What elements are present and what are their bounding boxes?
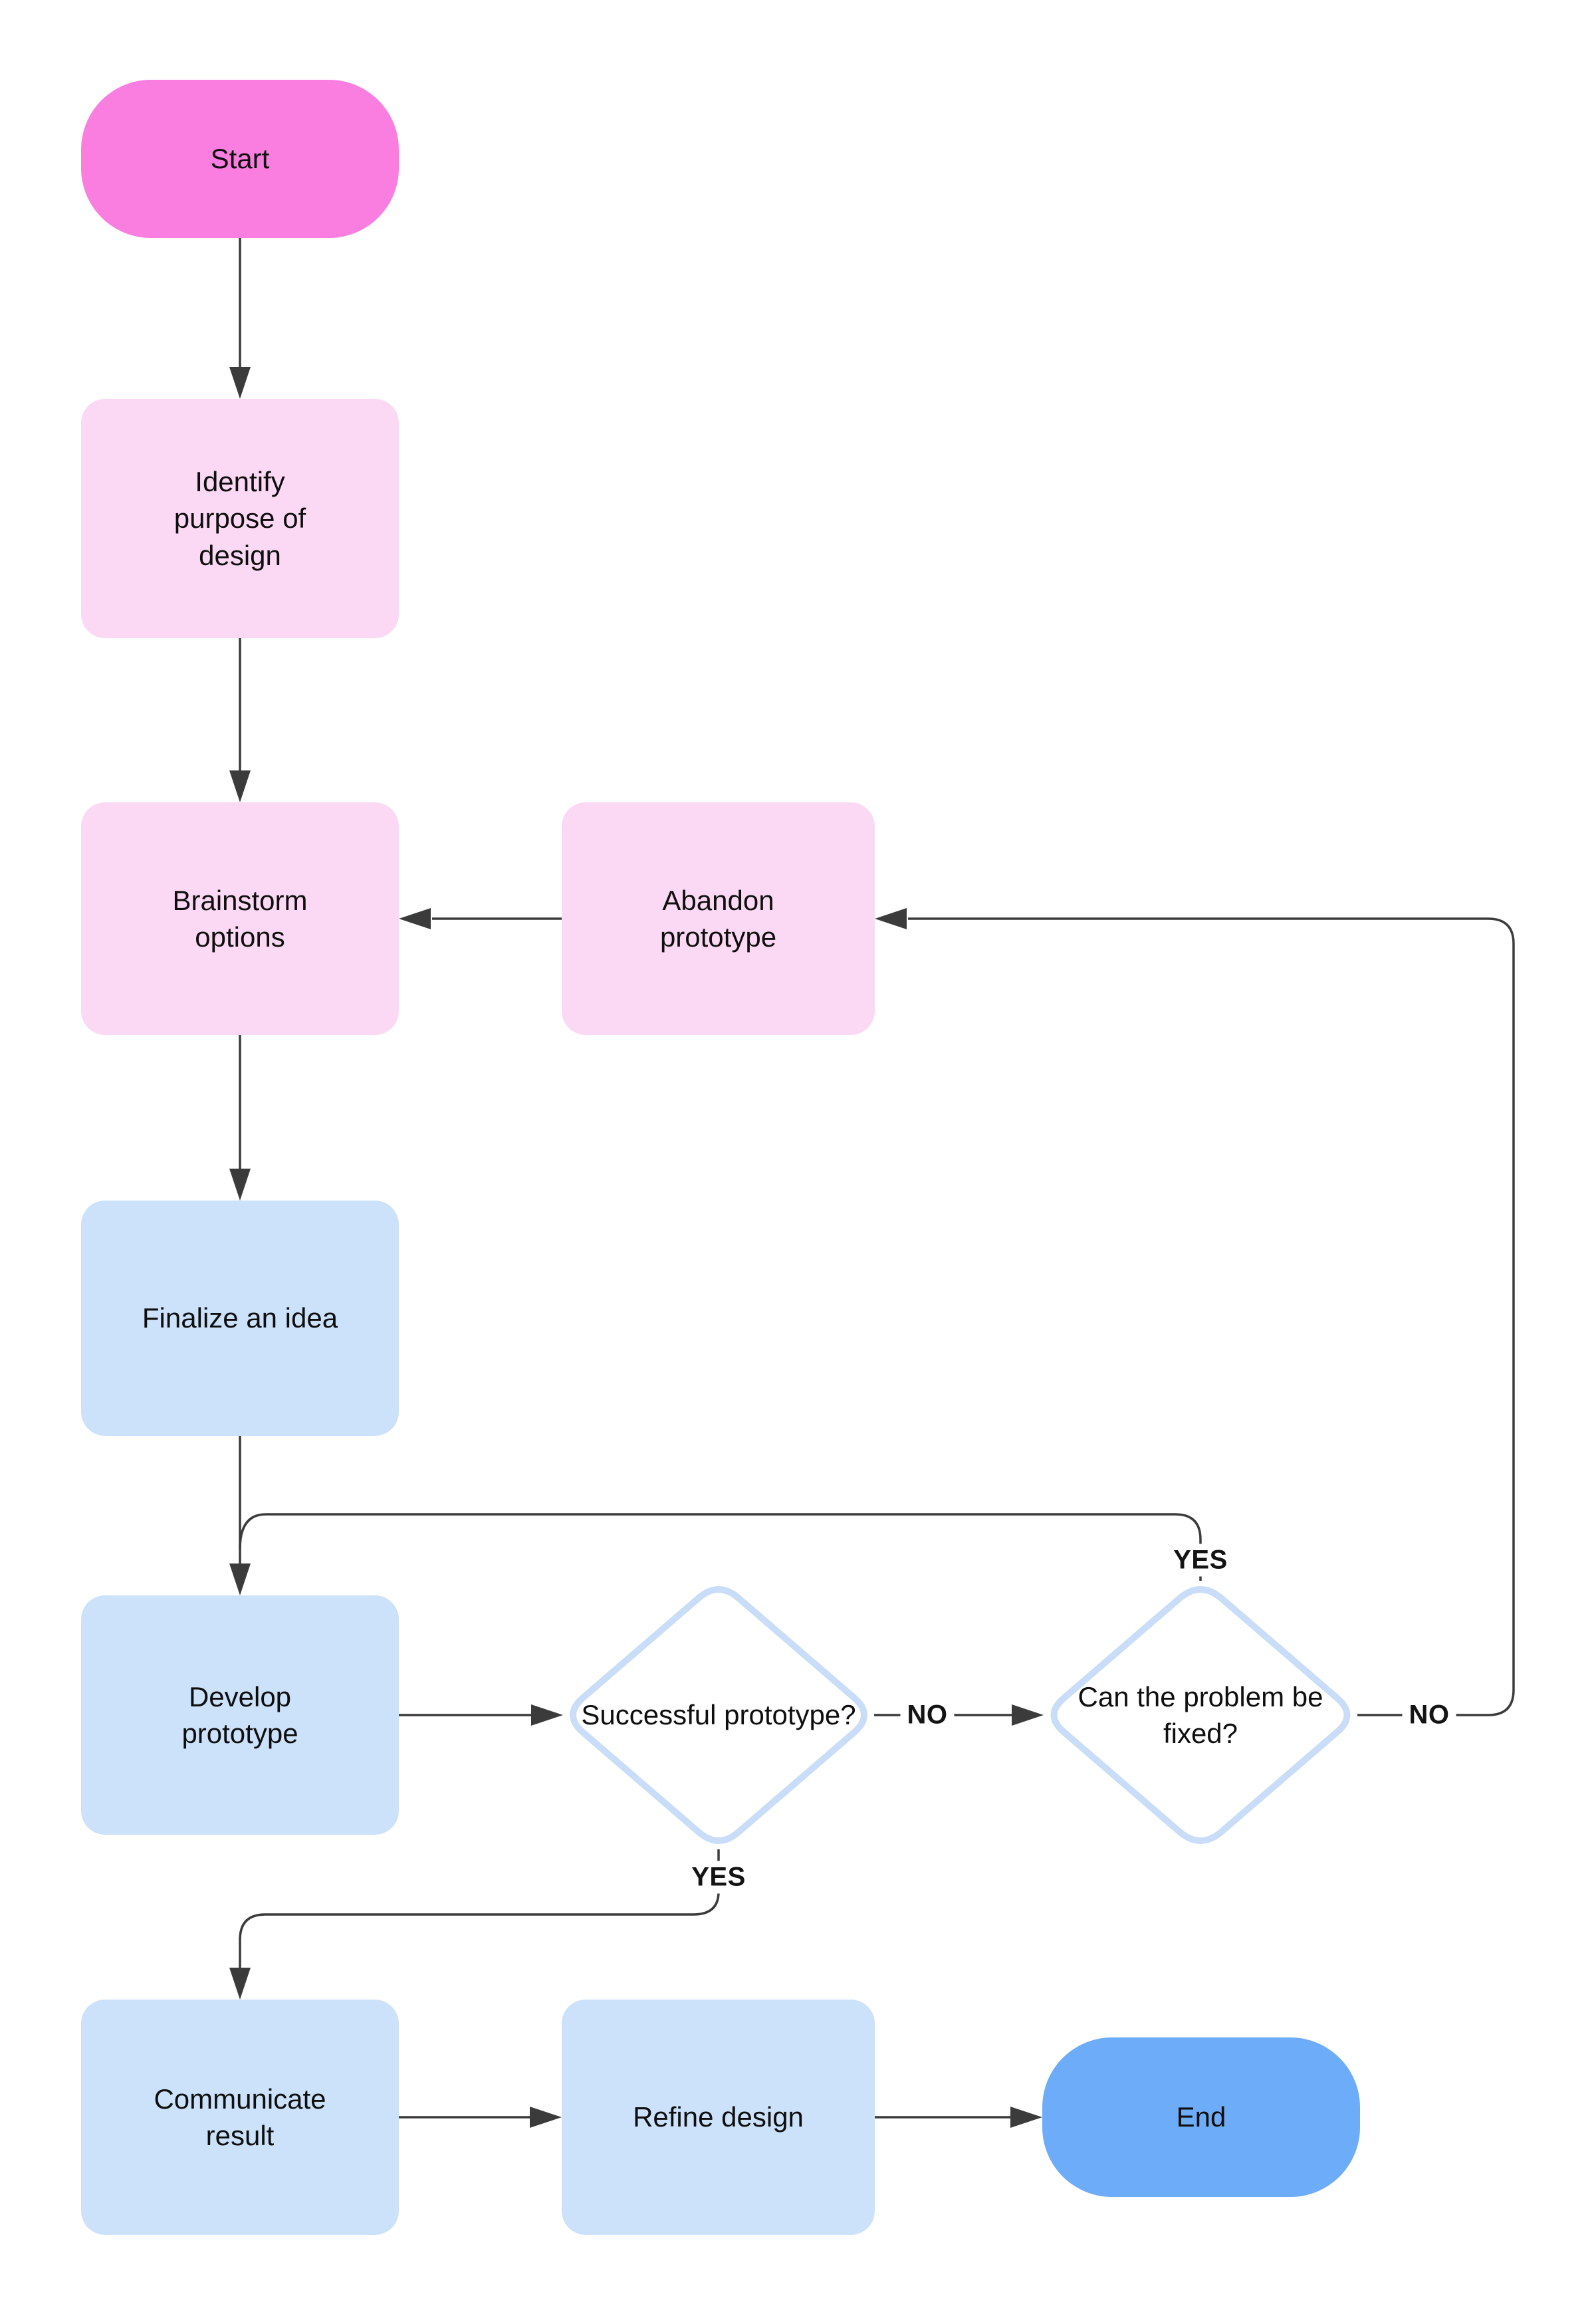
node-start: Start [81,80,399,238]
node-develop-prototype-label: Develop prototype [181,1680,298,1749]
arrowhead-into-brainstorm-right [399,908,431,929]
node-end-label: End [1176,2101,1226,2133]
node-start-label: Start [210,143,270,175]
decision-shape-can-problem-be-fixed [1050,1586,1351,1844]
node-identify-purpose-label: Identify purpose of design [173,465,306,571]
edge-label-no-successful-canfix: NO [900,1698,955,1732]
node-refine-design: Refine design [562,2000,875,2235]
node-communicate-result-label: Communicate result [154,2083,326,2151]
node-successful-prototype: Successful prototype? [563,1581,874,1849]
edge-canfix-develop-yes [239,1513,1202,1581]
node-successful-prototype-label: Successful prototype? [581,1699,856,1731]
edge-label-yes-canfix-develop: YES [1167,1544,1234,1577]
arrowhead-into-develop [229,1563,251,1595]
node-refine-design-label: Refine design [633,2101,804,2133]
node-communicate-result: Communicate result [81,2000,399,2235]
arrowhead-into-canfix [1012,1704,1044,1726]
node-identify-purpose: Identify purpose of design [81,399,399,638]
node-brainstorm-options: Brainstorm options [81,802,399,1035]
arrowhead-into-identify [229,367,251,399]
arrowhead-into-communicate [229,1968,251,2000]
edge-canfix-abandon-no [908,917,1515,1716]
arrowhead-into-finalize [229,1169,251,1201]
arrowhead-into-successful [531,1704,563,1726]
node-end: End [1042,2037,1360,2197]
arrowhead-into-end [1010,2107,1042,2128]
node-finalize-an-idea: Finalize an idea [81,1201,399,1436]
edge-successful-communicate-yes [239,1849,720,1969]
node-abandon-prototype-label: Abandon prototype [659,884,777,953]
edge-label-no-canfix-abandon: NO [1402,1698,1456,1732]
arrowhead-into-brainstorm-top [229,770,251,802]
node-finalize-an-idea-label: Finalize an idea [142,1302,338,1334]
decision-shape-successful-prototype [570,1586,867,1844]
node-can-problem-be-fixed: Can the problem be fixed? [1044,1581,1357,1849]
arrowhead-into-refine [530,2107,562,2128]
edge-label-yes-successful-communicate: YES [685,1861,752,1894]
node-develop-prototype: Develop prototype [81,1595,399,1835]
node-can-problem-be-fixed-label: Can the problem be fixed? [1078,1680,1323,1749]
node-brainstorm-options-label: Brainstorm options [172,884,308,953]
node-abandon-prototype: Abandon prototype [562,802,875,1035]
arrowhead-into-abandon [875,908,907,929]
